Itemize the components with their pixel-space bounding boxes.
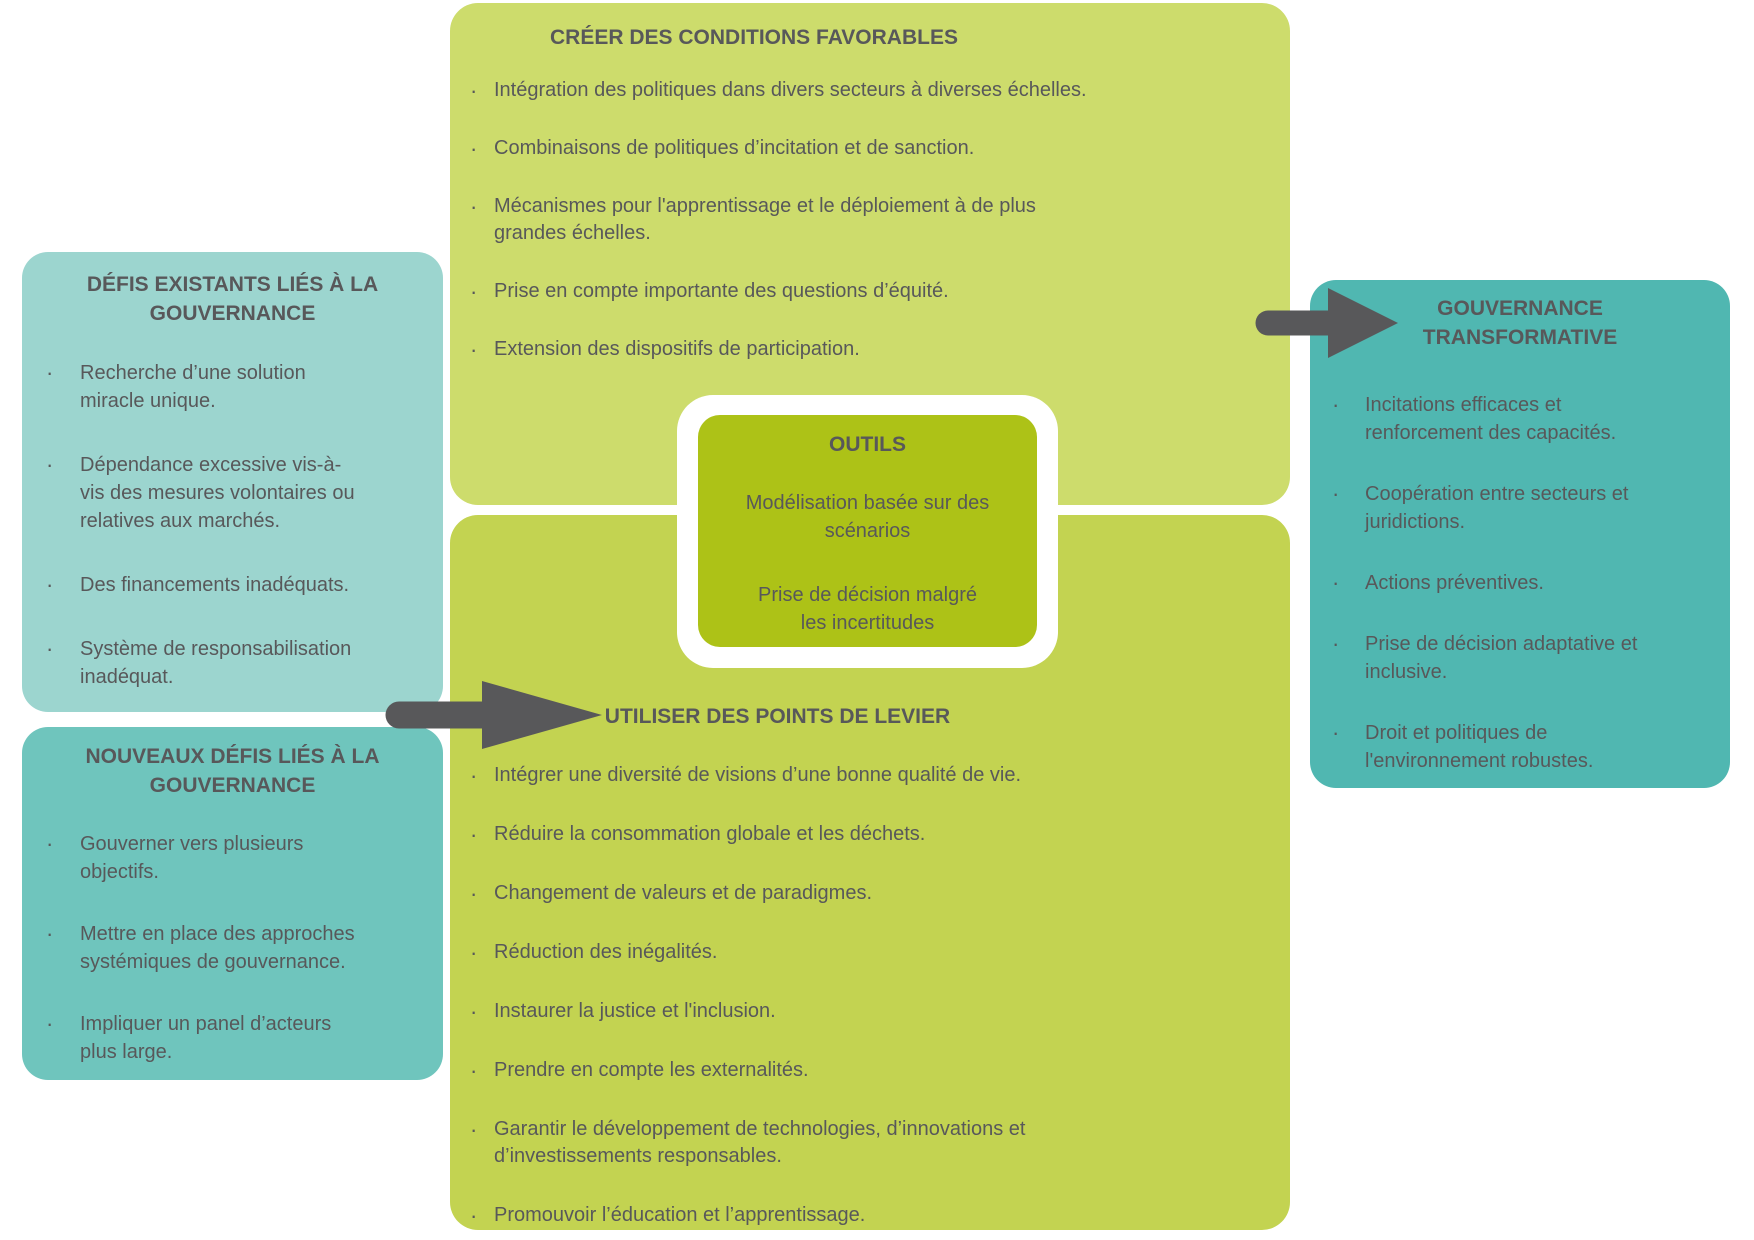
- list-item: Coopération entre secteurs et juridictio…: [1310, 480, 1720, 536]
- list-item: Combinaisons de politiques d’incitation …: [450, 135, 1266, 162]
- list-item: Droit et politiques de l'environnement r…: [1310, 719, 1720, 775]
- list-item: Incitations efficaces et renforcement de…: [1310, 391, 1720, 447]
- list-item: Prise de décision adaptative et inclusiv…: [1310, 630, 1720, 686]
- list-item: Prise en compte importante des questions…: [450, 278, 1266, 305]
- leverage-points-title: UTILISER DES POINTS DE LEVIER: [604, 705, 951, 728]
- transformative-governance-title: GOUVERNANCE TRANSFORMATIVE: [1422, 297, 1618, 349]
- right-arrow-icon: [1255, 288, 1398, 358]
- list-item: Impliquer un panel d’acteurs plus large.: [22, 1010, 433, 1066]
- list-item: Extension des dispositifs de participati…: [450, 336, 1266, 363]
- list-item: Intégration des politiques dans divers s…: [450, 77, 1266, 104]
- list-item: Garantir le développement de technologie…: [450, 1116, 1266, 1170]
- leverage-points-list: Intégrer une diversité de visions d’une …: [450, 762, 1290, 1229]
- new-challenges-title: NOUVEAUX DÉFIS LIÉS À LA GOUVERNANCE: [85, 745, 380, 797]
- list-item: Instaurer la justice et l'inclusion.: [450, 998, 1266, 1025]
- tools-item: Prise de décision malgré les incertitude…: [758, 584, 977, 634]
- enabling-conditions-list: Intégration des politiques dans divers s…: [450, 77, 1290, 363]
- tools-box: OUTILS Modélisation basée sur des scénar…: [698, 415, 1037, 647]
- list-item: Mécanismes pour l'apprentissage et le dé…: [450, 193, 1266, 247]
- list-item: Changement de valeurs et de paradigmes.: [450, 880, 1266, 907]
- transformative-governance-box: GOUVERNANCE TRANSFORMATIVE Incitations e…: [1310, 280, 1730, 788]
- existing-challenges-title: DÉFIS EXISTANTS LIÉS À LA GOUVERNANCE: [86, 273, 379, 325]
- list-item: Système de responsabilisation inadéquat.: [22, 635, 433, 691]
- tools-item: Modélisation basée sur des scénarios: [745, 492, 990, 542]
- existing-challenges-list: Recherche d’une solution miracle unique.…: [22, 359, 443, 691]
- new-challenges-box: NOUVEAUX DÉFIS LIÉS À LA GOUVERNANCE Gou…: [22, 727, 443, 1080]
- transformative-governance-list: Incitations efficaces et renforcement de…: [1310, 391, 1730, 775]
- list-item: Dépendance excessive vis-à- vis des mesu…: [22, 451, 433, 535]
- tools-title: OUTILS: [829, 433, 906, 456]
- list-item: Gouverner vers plusieurs objectifs.: [22, 830, 433, 886]
- list-item: Intégrer une diversité de visions d’une …: [450, 762, 1266, 789]
- right-arrow-icon: [385, 681, 602, 749]
- enabling-conditions-title: CRÉER DES CONDITIONS FAVORABLES: [550, 26, 958, 49]
- list-item: Mettre en place des approches systémique…: [22, 920, 433, 976]
- list-item: Actions préventives.: [1310, 569, 1720, 597]
- list-item: Prendre en compte les externalités.: [450, 1057, 1266, 1084]
- new-challenges-list: Gouverner vers plusieurs objectifs. Mett…: [22, 830, 443, 1066]
- list-item: Réduire la consommation globale et les d…: [450, 821, 1266, 848]
- list-item: Réduction des inégalités.: [450, 939, 1266, 966]
- list-item: Des financements inadéquats.: [22, 571, 433, 599]
- existing-challenges-box: DÉFIS EXISTANTS LIÉS À LA GOUVERNANCE Re…: [22, 252, 443, 712]
- list-item: Recherche d’une solution miracle unique.: [22, 359, 433, 415]
- list-item: Promouvoir l’éducation et l’apprentissag…: [450, 1202, 1266, 1229]
